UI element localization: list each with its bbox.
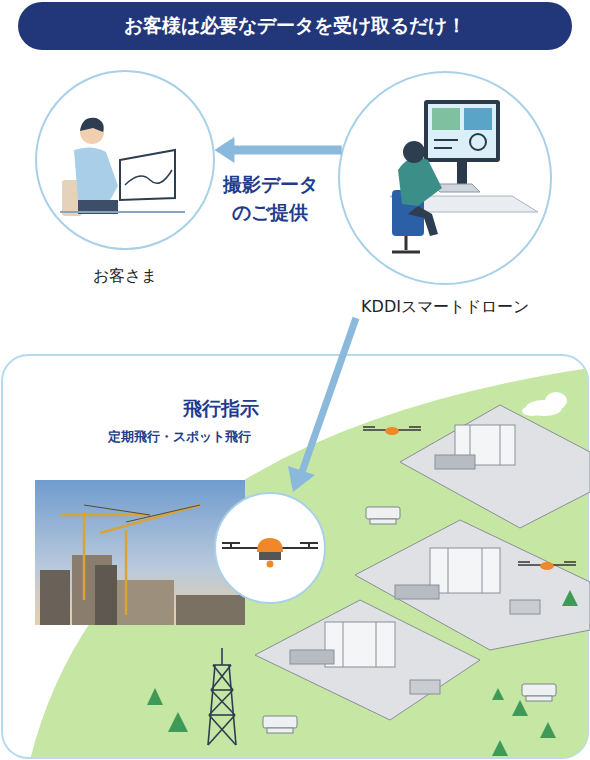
arrow-head bbox=[214, 137, 234, 163]
title-text: お客様は必要なデータを受け取るだけ！ bbox=[124, 13, 466, 39]
green-field bbox=[30, 368, 588, 758]
title-banner: お客様は必要なデータを受け取るだけ！ bbox=[18, 2, 572, 50]
data-arrow bbox=[214, 137, 341, 163]
annotation-label: 飛行指示 bbox=[183, 396, 259, 422]
small-drones bbox=[363, 427, 576, 570]
annotation-label: 定期飛行・スポット飛行 bbox=[108, 428, 251, 446]
arrow-shaft bbox=[232, 146, 341, 155]
trees bbox=[147, 590, 578, 756]
edge-label: 撮影データ のご提供 bbox=[210, 170, 330, 226]
drone-circle bbox=[215, 493, 325, 603]
node-caption: お客さま bbox=[0, 266, 273, 287]
node-caption: KDDIスマートドローン bbox=[280, 297, 590, 318]
circle-node: KDDIスマートドローン bbox=[338, 71, 552, 285]
flight-arrow bbox=[288, 318, 356, 492]
circle-node: お客さま bbox=[35, 70, 215, 250]
clouds bbox=[448, 362, 567, 416]
radio-tower bbox=[208, 648, 236, 745]
construction-photo bbox=[35, 480, 245, 625]
